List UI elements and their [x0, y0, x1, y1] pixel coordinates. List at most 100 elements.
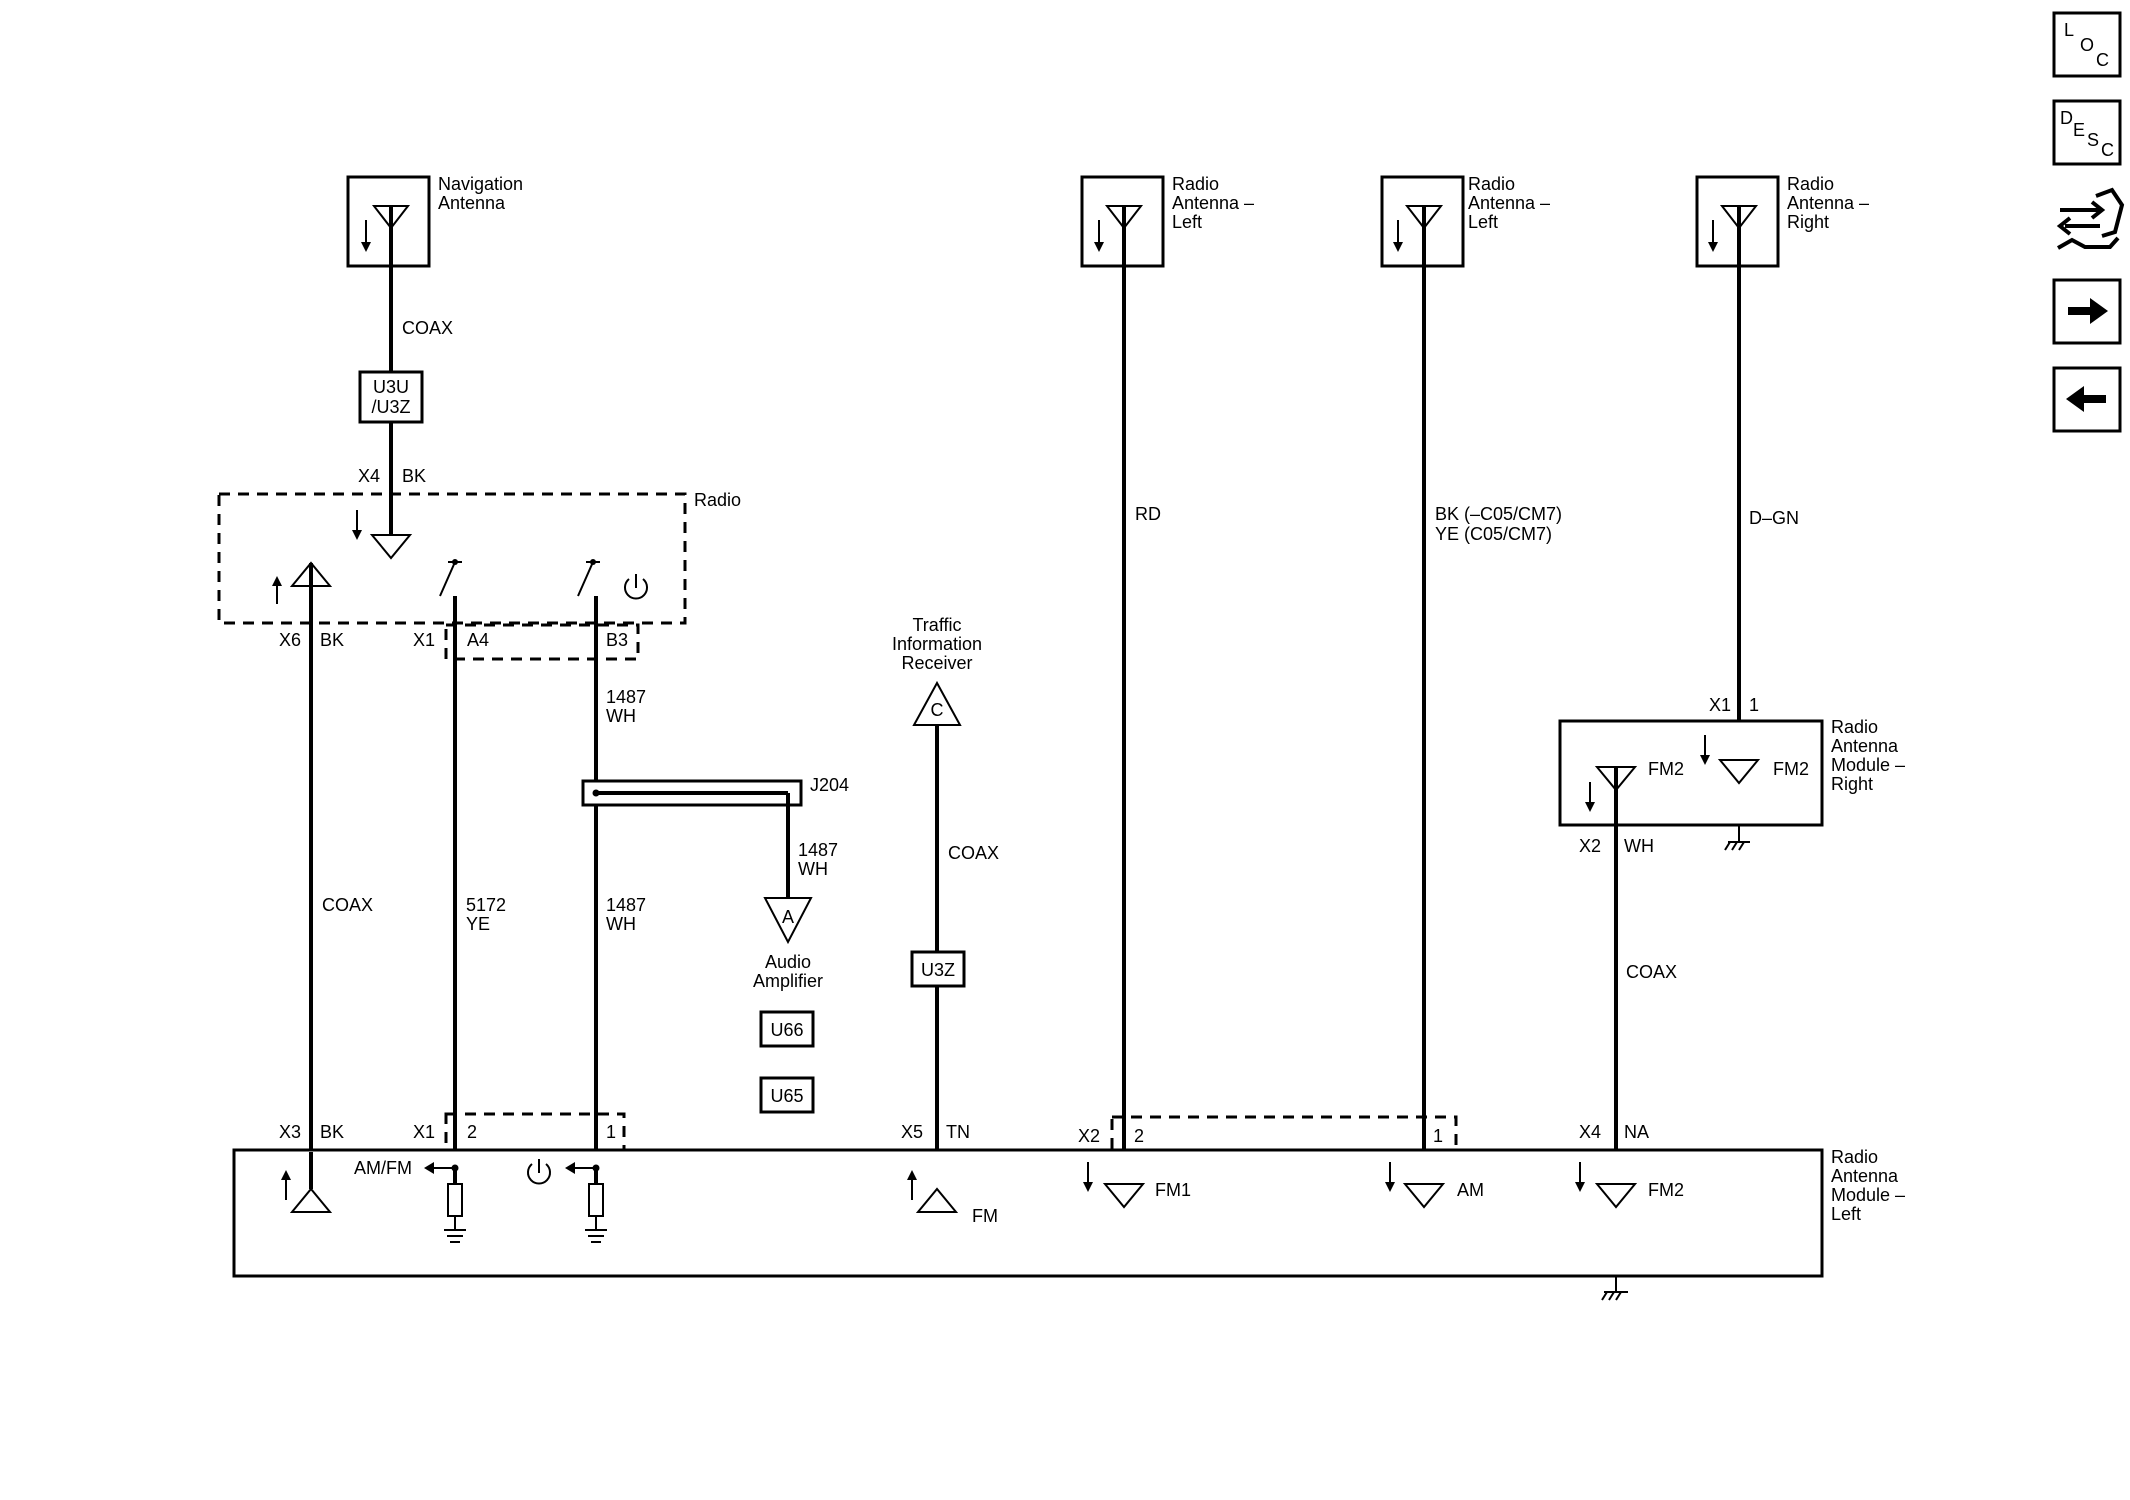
- receive-arrow-icon: [1393, 220, 1403, 252]
- service-tools-icon[interactable]: [2056, 187, 2125, 250]
- traffic-label-2: Information: [892, 634, 982, 654]
- module-right-label-3: Module –: [1831, 755, 1905, 775]
- traffic-label-1: Traffic: [912, 615, 961, 635]
- next-page-button[interactable]: [2052, 278, 2122, 345]
- wire-5172-number: 5172: [466, 895, 506, 915]
- module-left-label-1: Radio: [1831, 1147, 1878, 1167]
- module-right-label-1: Radio: [1831, 717, 1878, 737]
- radio-antenna-left-1-label-1: Radio: [1172, 174, 1219, 194]
- nav-coax-label: COAX: [402, 318, 453, 338]
- resistor-1-icon: [444, 1168, 466, 1243]
- module-left-ground-icon: [1601, 1276, 1628, 1301]
- loc-letter-c: C: [2096, 50, 2109, 70]
- radio-antenna-module-right: FM2 FM2: [1558, 719, 1824, 851]
- am-fm-label: AM/FM: [354, 1158, 412, 1178]
- x2-module-right-label: X2: [1579, 836, 1601, 856]
- u65-label: U65: [770, 1086, 803, 1106]
- option-code-u3z: U3Z: [910, 950, 966, 988]
- previous-page-button[interactable]: [2052, 366, 2122, 433]
- x1-radio-connector-label: X1: [413, 630, 435, 650]
- am-label: AM: [1457, 1180, 1484, 1200]
- arrow-left-icon: [2066, 386, 2084, 412]
- radio-switch-b3-icon: [577, 559, 600, 597]
- radio-antenna-left-2-label-2: Antenna –: [1468, 193, 1550, 213]
- x3-connector-label: X3: [279, 1122, 301, 1142]
- rd-wire-label: RD: [1135, 504, 1161, 524]
- nav-antenna-label-2: Antenna: [438, 193, 506, 213]
- fm1-label: FM1: [1155, 1180, 1191, 1200]
- audio-amplifier-label-1: Audio: [765, 952, 811, 972]
- wire-1487-lower-color: WH: [606, 914, 636, 934]
- nav-antenna-label-1: Navigation: [438, 174, 523, 194]
- radio-antenna-left-2-label-3: Left: [1468, 212, 1498, 232]
- radio-connector-x1-outline: [444, 623, 640, 661]
- x6-wire-color-label: BK: [320, 630, 344, 650]
- receive-arrow-icon: [361, 220, 371, 252]
- wire-5172-color: YE: [466, 914, 490, 934]
- u66-label: U66: [770, 1020, 803, 1040]
- fm2-input-module-left-antenna-icon: [1575, 1162, 1638, 1209]
- fm-label: FM: [972, 1206, 998, 1226]
- desc-letter-e: E: [2073, 120, 2085, 140]
- x2-wire-color-label: WH: [1624, 836, 1654, 856]
- fm2-input-label: FM2: [1773, 759, 1809, 779]
- loc-button[interactable]: L O C: [2052, 11, 2122, 78]
- radio-label: Radio: [694, 490, 741, 510]
- radio-antenna-left-1-label-2: Antenna –: [1172, 193, 1254, 213]
- radio-antenna-module-left: [232, 1148, 1824, 1278]
- j204-label: J204: [810, 775, 849, 795]
- module-left-label-2: Antenna: [1831, 1166, 1899, 1186]
- module-right-label-2: Antenna: [1831, 736, 1899, 756]
- wire-1487-upper-number: 1487: [606, 687, 646, 707]
- receive-arrow-icon: [1708, 220, 1718, 252]
- module-left-label-4: Left: [1831, 1204, 1861, 1224]
- arrow-right-icon: [2090, 298, 2108, 324]
- option-code-u3u-u3z: U3U /U3Z: [358, 370, 424, 424]
- x4-connector-label: X4: [358, 466, 380, 486]
- option-code-u65: U65: [759, 1076, 815, 1114]
- fm2-module-left-label: FM2: [1648, 1180, 1684, 1200]
- desc-letter-c: C: [2101, 140, 2114, 160]
- radio-antenna-left-1-label-3: Left: [1172, 212, 1202, 232]
- fm2-output-label: FM2: [1648, 759, 1684, 779]
- x6-coax-label: COAX: [322, 895, 373, 915]
- desc-button[interactable]: D E S C: [2052, 99, 2122, 166]
- power-icon: [624, 574, 648, 600]
- wire-1487-lower-number: 1487: [606, 895, 646, 915]
- traffic-coax-label: COAX: [948, 843, 999, 863]
- loc-letter-o: O: [2080, 35, 2094, 55]
- x3-output-antenna-icon: [281, 1152, 333, 1213]
- x2-pin-1-label: 1: [1433, 1126, 1443, 1146]
- radio-antenna-right-label-3: Right: [1787, 212, 1829, 232]
- wire-1487-amp-number: 1487: [798, 840, 838, 860]
- audio-amplifier-label-2: Amplifier: [753, 971, 823, 991]
- antenna-icon: [1104, 205, 1144, 266]
- x4-wire-color-label: BK: [402, 466, 426, 486]
- am-input-antenna-icon: [1385, 1162, 1446, 1209]
- u3z-label: /U3Z: [371, 397, 410, 417]
- wire-1487-amp-color: WH: [798, 859, 828, 879]
- x1-pin-1-module-left-label: 1: [606, 1122, 616, 1142]
- x2-module-left-label: X2: [1078, 1126, 1100, 1146]
- antenna-icon: [371, 205, 411, 266]
- dgn-wire-label: D–GN: [1749, 508, 1799, 528]
- power-icon: [527, 1159, 551, 1185]
- x6-connector-label: X6: [279, 630, 301, 650]
- x1-pin-1-label: 1: [1749, 695, 1759, 715]
- wire-1487-upper-color: WH: [606, 706, 636, 726]
- radio-switch-a4-icon: [439, 559, 462, 597]
- navigation-antenna: Navigation Antenna: [346, 174, 523, 268]
- module-right-label-4: Right: [1831, 774, 1873, 794]
- fm-output-antenna-icon: [907, 1170, 959, 1213]
- fm2-output-antenna-icon: [1585, 766, 1638, 825]
- x5-wire-color-label: TN: [946, 1122, 970, 1142]
- radio-antenna-left-1: Radio Antenna – Left: [1080, 174, 1254, 268]
- module-left-x1-outline: [444, 1112, 626, 1152]
- fm2-input-antenna-icon: [1700, 735, 1761, 785]
- antenna-icon: [1719, 205, 1759, 266]
- option-code-u66: U66: [759, 1010, 815, 1048]
- x4-wire-color-label: NA: [1624, 1122, 1649, 1142]
- module-left-x2-outline: [1110, 1115, 1458, 1152]
- splice-j204: J204: [581, 775, 849, 898]
- offpage-c-letter: C: [931, 700, 944, 720]
